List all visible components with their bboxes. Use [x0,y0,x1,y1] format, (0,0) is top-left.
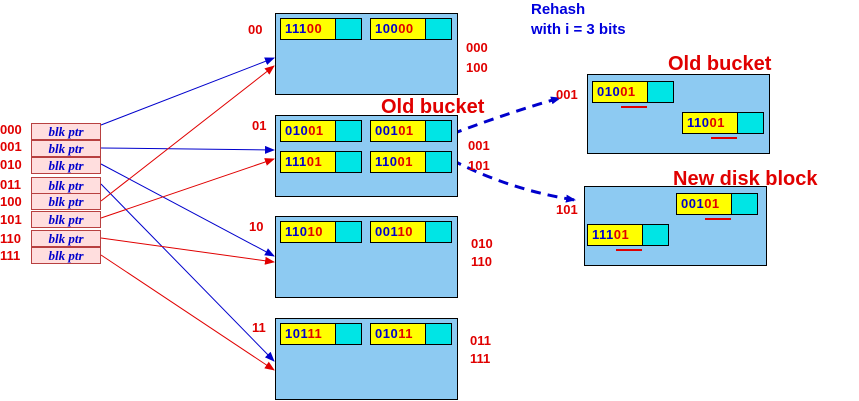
record: 11100 [280,18,362,40]
rehash-line-1: Rehash [531,1,586,18]
dir-prefix-6: 110 [0,231,21,246]
bucket-00-label: 00 [248,22,263,37]
record: 11001 [370,151,452,173]
bucket-11-tag-1: 111 [470,351,491,366]
bucket-10-tag-1: 110 [471,254,492,269]
record: 01001 [280,120,362,142]
dir-prefix-3: 011 [0,177,21,192]
match-underline [705,218,731,220]
dir-cell-3: blk ptr [31,177,101,194]
old-block: 01001 11001 [587,74,770,154]
record: 00101 [676,193,758,215]
bucket-00-tag-0: 000 [466,40,488,55]
new-block-label: 101 [556,202,578,217]
arrow-001 [100,145,275,154]
record: 11101 [280,151,362,173]
dir-cell-6: blk ptr [31,230,101,247]
bucket-01-tag-1: 101 [468,158,490,173]
dir-prefix-5: 101 [0,212,22,227]
match-underline [621,106,647,108]
dir-cell-5: blk ptr [31,211,101,228]
bucket-11-label: 11 [252,320,266,335]
bucket-00: 11100 10000 [275,13,458,95]
old-bucket-right-title: Old bucket [668,53,772,75]
bucket-01-label: 01 [252,118,267,133]
old-bucket-title: Old bucket [381,96,485,118]
record: 00101 [370,120,452,142]
dir-prefix-4: 100 [0,194,22,209]
arrow-101 [100,158,275,219]
arrow-110 [100,237,275,265]
arrow-100 [100,65,275,202]
record: 10000 [370,18,452,40]
new-disk-block: 00101 11101 [584,186,767,266]
dir-prefix-7: 111 [0,248,21,263]
dir-cell-1: blk ptr [31,140,101,157]
bucket-01: 01001 00101 11101 11001 [275,115,458,197]
split-arrow-old [451,96,561,136]
bucket-10-label: 10 [249,219,264,234]
match-underline [711,137,737,139]
bucket-01-tag-0: 001 [468,138,490,153]
dir-cell-7: blk ptr [31,247,101,264]
record: 11010 [280,221,362,243]
record: 01011 [370,323,452,345]
dir-prefix-2: 010 [0,157,22,172]
record: 11001 [682,112,764,134]
dir-cell-4: blk ptr [31,193,101,210]
old-block-label: 001 [556,87,578,102]
dir-prefix-1: 001 [0,139,22,154]
bucket-11-tag-0: 011 [470,333,491,348]
bucket-10: 11010 00110 [275,216,458,298]
match-underline [616,249,642,251]
arrow-011 [100,183,275,362]
arrow-000 [100,57,275,126]
record: 11101 [587,224,669,246]
dir-cell-0: blk ptr [31,123,101,140]
new-disk-block-title: New disk block [673,168,818,190]
bucket-10-tag-0: 010 [471,236,493,251]
record: 00110 [370,221,452,243]
bucket-00-tag-1: 100 [466,60,488,75]
dir-prefix-0: 000 [0,122,22,137]
arrow-111 [100,254,275,371]
record: 10111 [280,323,362,345]
bucket-11: 10111 01011 [275,318,458,400]
record: 01001 [592,81,674,103]
arrow-010 [100,163,275,257]
rehash-line-2: with i = 3 bits [531,21,626,38]
dir-cell-2: blk ptr [31,157,101,174]
